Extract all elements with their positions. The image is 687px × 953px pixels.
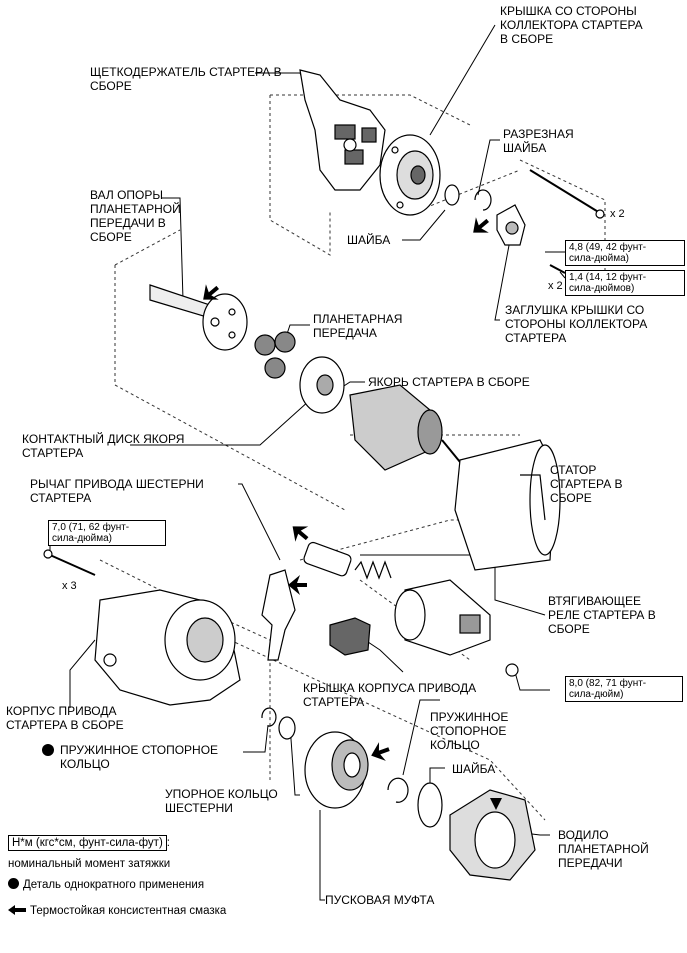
- drive-lever-part: [261, 569, 296, 661]
- legend-non-reusable: Деталь однократного применения: [8, 878, 204, 892]
- label-lock-plate: РАЗРЕЗНАЯ ШАЙБА: [503, 127, 574, 155]
- label-drive-housing: КОРПУС ПРИВОДА СТАРТЕРА В СБОРЕ: [6, 704, 124, 732]
- brush-holder-part: [299, 69, 386, 191]
- grease-arrows: [203, 217, 502, 810]
- label-stop-collar: УПОРНОЕ КОЛЬЦО ШЕСТЕРНИ: [165, 787, 278, 815]
- end-cover-part: [496, 204, 526, 246]
- planetary-shaft-part: [149, 284, 248, 351]
- legend-torque: Н*м (кгс*см, фунт-сила-фут):: [8, 835, 170, 851]
- label-snap-ring-left: ПРУЖИННОЕ СТОПОРНОЕ КОЛЬЦО: [60, 743, 219, 771]
- label-drive-lever: РЫЧАГ ПРИВОДА ШЕСТЕРНИ СТАРТЕРА: [30, 477, 204, 505]
- grease-arrow-icon: [8, 905, 26, 915]
- clutch-part: [304, 731, 369, 809]
- legend-torque-desc: номинальный момент затяжки: [8, 858, 171, 870]
- torque-box-bolt-top: 4,8 (49, 42 фунт- сила-дюйма): [565, 240, 685, 266]
- commutator-end-frame-part: [379, 134, 441, 216]
- legend-torque-suffix: :: [166, 837, 170, 849]
- label-clutch: ПУСКОВАЯ МУФТА: [325, 893, 435, 907]
- multiplier-bolt-top: x 2: [610, 208, 625, 220]
- planetary-carrier-part: [449, 789, 536, 881]
- label-planetary-shaft: ВАЛ ОПОРЫ ПЛАНЕТАРНОЙ ПЕРЕДАЧИ В СБОРЕ: [90, 188, 181, 244]
- multiplier-housing-bolt: x 3: [62, 580, 77, 592]
- torque-box-screw-top: 1,4 (14, 12 фунт- сила-дюймов): [565, 270, 685, 296]
- armature-plate-part: [299, 356, 345, 414]
- legend-torque-unit: Н*м (кгс*см, фунт-сила-фут): [8, 835, 167, 851]
- label-armature: ЯКОРЬ СТАРТЕРА В СБОРЕ: [368, 375, 530, 389]
- label-planetary-carrier: ВОДИЛО ПЛАНЕТАРНОЙ ПЕРЕДАЧИ: [558, 828, 649, 870]
- label-yoke: СТАТОР СТАРТЕРА В СБОРЕ: [550, 463, 623, 505]
- yoke-part: [454, 439, 561, 571]
- label-end-cover: ЗАГЛУШКА КРЫШКИ СО СТОРОНЫ КОЛЛЕКТОРА СТ…: [505, 303, 648, 345]
- label-armature-plate: КОНТАКТНЫЙ ДИСК ЯКОРЯ СТАРТЕРА: [22, 432, 185, 460]
- label-housing-cover: КРЫШКА КОРПУСА ПРИВОДА СТАРТЕРА: [303, 681, 477, 709]
- label-planetary-gear: ПЛАНЕТАРНАЯ ПЕРЕДАЧА: [313, 312, 403, 340]
- legend-grease: Термостойкая консистентная смазка: [8, 904, 226, 918]
- dot-icon: [8, 878, 19, 889]
- label-snap-ring-right: ПРУЖИННОЕ СТОПОРНОЕ КОЛЬЦО: [430, 710, 509, 752]
- multiplier-screw-top: x 2: [548, 280, 563, 292]
- label-washer-top: ШАЙБА: [347, 233, 391, 247]
- label-magnet-switch: ВТЯГИВАЮЩЕЕ РЕЛЕ СТАРТЕРА В СБОРЕ: [548, 594, 656, 636]
- drive-housing-part: [94, 589, 241, 706]
- armature-part: [349, 384, 461, 471]
- plunger-part: [303, 541, 392, 580]
- magnet-switch-part: [394, 579, 491, 656]
- torque-box-housing-bolt: 7,0 (71, 62 фунт- сила-дюйма): [48, 520, 166, 546]
- torque-box-nut: 8,0 (82, 71 фунт- сила-дюйм): [565, 676, 683, 702]
- label-brush-holder: ЩЕТКОДЕРЖАТЕЛЬ СТАРТЕРА В СБОРЕ: [90, 65, 282, 93]
- planetary-gear-part: [254, 331, 296, 379]
- label-commutator-end-frame: КРЫШКА СО СТОРОНЫ КОЛЛЕКТОРА СТАРТЕРА В …: [500, 4, 643, 46]
- label-washer-bottom: ШАЙБА: [452, 762, 496, 776]
